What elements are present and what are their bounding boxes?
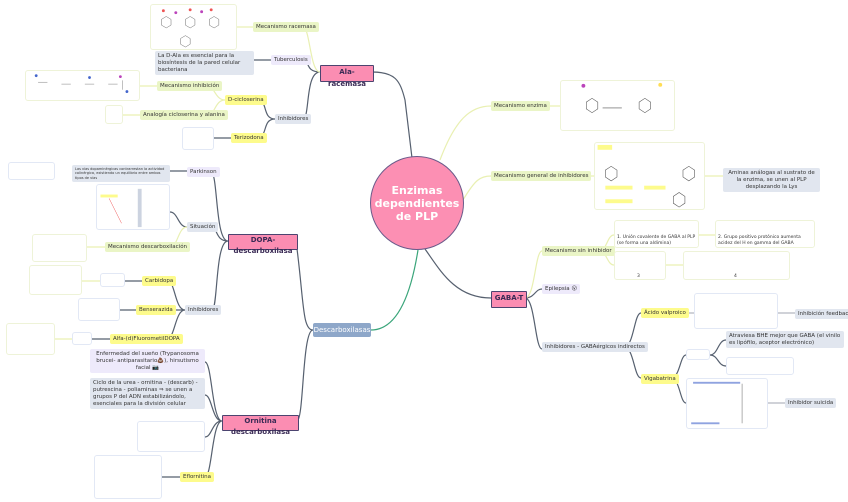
note-d-ala: La D-Ala es esencial para la biosíntesis… <box>155 51 254 75</box>
gaba-step3-image[interactable]: 3 <box>614 251 666 280</box>
ornithine-pathway-image[interactable] <box>137 421 205 452</box>
gaba-step2-caption: 2. Grupo positivo protónico aumenta acid… <box>716 234 814 247</box>
node-inhibidor-suicida[interactable]: Inhibidor suicida <box>785 398 837 408</box>
node-alfa-fluorometildopa[interactable]: Alfa-(d)FluorometilDOPA <box>110 334 183 344</box>
node-vigabatrina[interactable]: Vigabatrina <box>641 374 679 384</box>
node-benserazida[interactable]: Benserazida <box>136 305 176 315</box>
node-inhibidores-dopa[interactable]: Inhibidores <box>185 305 222 315</box>
node-tuberculosis[interactable]: Tuberculosis <box>271 55 311 65</box>
fluoromethyldopa-mechanism-image[interactable] <box>6 323 55 355</box>
situacion-image[interactable] <box>96 184 170 230</box>
node-analogia[interactable]: Analogía cicloserina y alanina <box>140 110 228 120</box>
note-enfermedad-sueno: Enfermedad del sueño (Trypanosoma brucei… <box>90 349 205 373</box>
valproic-acid-image[interactable] <box>694 293 778 329</box>
decarboxylation-image[interactable] <box>32 234 87 262</box>
node-acido-valproico[interactable]: Ácido valproico <box>641 308 689 318</box>
node-parkinson[interactable]: Parkinson <box>187 167 220 177</box>
inhibition-mechanism-image[interactable] <box>25 70 140 101</box>
benserazide-structure-image[interactable] <box>78 298 120 321</box>
node-dopa-descarboxilasa[interactable]: DOPA-descarboxilasa <box>228 234 298 255</box>
eflornithine-mechanism-image[interactable] <box>94 455 162 499</box>
node-ornitina-descarboxilasa[interactable]: Ornitina descarboxilasa <box>222 415 299 436</box>
node-mecanismo-sin-inhibidor[interactable]: Mecanismo sin inhibidor <box>542 246 615 256</box>
gaba-step4-caption: 4 <box>734 273 737 279</box>
node-d-cicloserina[interactable]: D-cicloserina <box>225 95 267 105</box>
vigabatrin-structure-image[interactable] <box>686 349 710 360</box>
node-carbidopa[interactable]: Carbidopa <box>142 276 177 286</box>
node-mecanismo-descarboxilacion[interactable]: Mecanismo descarboxilación <box>105 242 191 252</box>
note-aminas-analogas: Aminas análogas al sustrato de la enzima… <box>723 168 820 192</box>
node-ala-racemasa[interactable]: Ala-racemasa <box>320 65 374 88</box>
gaba-step1-image[interactable]: 1. Unión covalente de GABA al PLP (se fo… <box>614 220 699 248</box>
note-ciclo-urea: Ciclo de la urea - ornitina - (descarb) … <box>90 378 205 409</box>
enzyme-mechanism-image[interactable] <box>560 80 675 131</box>
node-descarboxilasas[interactable]: Descarboxilasas <box>313 323 371 337</box>
gaba-step4-image[interactable]: 4 <box>683 251 790 280</box>
note-parkinson: Las vías dopaminérgicas contrarrestan la… <box>72 165 170 182</box>
general-inhibitor-mechanism-image[interactable] <box>594 142 705 210</box>
node-mecanismo-inhibicion[interactable]: Mecanismo inhibición <box>157 81 223 91</box>
fluoromethyldopa-structure-image[interactable] <box>72 332 92 345</box>
vigabatrin-comparison-image[interactable] <box>726 357 794 375</box>
node-terizodona[interactable]: Terizodona <box>231 133 267 143</box>
terizidone-structure-image[interactable] <box>182 127 214 150</box>
cycloserine-structure-image[interactable] <box>105 105 123 124</box>
gaba-step3-caption: 3 <box>637 273 640 279</box>
central-topic[interactable]: Enzimas dependientes de PLP <box>370 156 464 250</box>
node-gaba-t[interactable]: GABA-T <box>491 291 527 308</box>
node-inhibicion-feedback[interactable]: Inhibición feedback <box>795 309 848 319</box>
vigabatrin-mechanism-image[interactable] <box>686 378 768 429</box>
carbidopa-mechanism-image[interactable] <box>29 265 82 295</box>
node-mecanismo-enzima[interactable]: Mecanismo enzima <box>491 101 550 111</box>
parkinson-image[interactable] <box>8 162 55 180</box>
note-atraviesa-bhe: Atraviesa BHE mejor que GABA (el vinilo … <box>726 331 844 348</box>
gaba-step2-image[interactable]: 2. Grupo positivo protónico aumenta acid… <box>715 220 815 248</box>
central-topic-label: Enzimas dependientes de PLP <box>374 183 460 223</box>
node-situacion[interactable]: Situación <box>187 222 219 232</box>
node-inhibidores-gabaergicos[interactable]: Inhibidores - GABAérgicos indirectos <box>542 342 648 352</box>
gaba-step1-caption: 1. Unión covalente de GABA al PLP (se fo… <box>615 234 698 247</box>
node-epilepsia[interactable]: Epilepsia 😮 <box>542 284 581 294</box>
node-mecanismo-racemasa[interactable]: Mecanismo racemasa <box>253 22 319 32</box>
carbidopa-structure-image[interactable] <box>100 273 125 287</box>
racemase-mechanism-image[interactable] <box>150 4 237 50</box>
node-eflornitina[interactable]: Eflornitina <box>180 472 215 482</box>
node-mecanismo-general[interactable]: Mecanismo general de inhibidores <box>491 171 592 181</box>
node-inhibidores-ala[interactable]: Inhibidores <box>275 114 312 124</box>
